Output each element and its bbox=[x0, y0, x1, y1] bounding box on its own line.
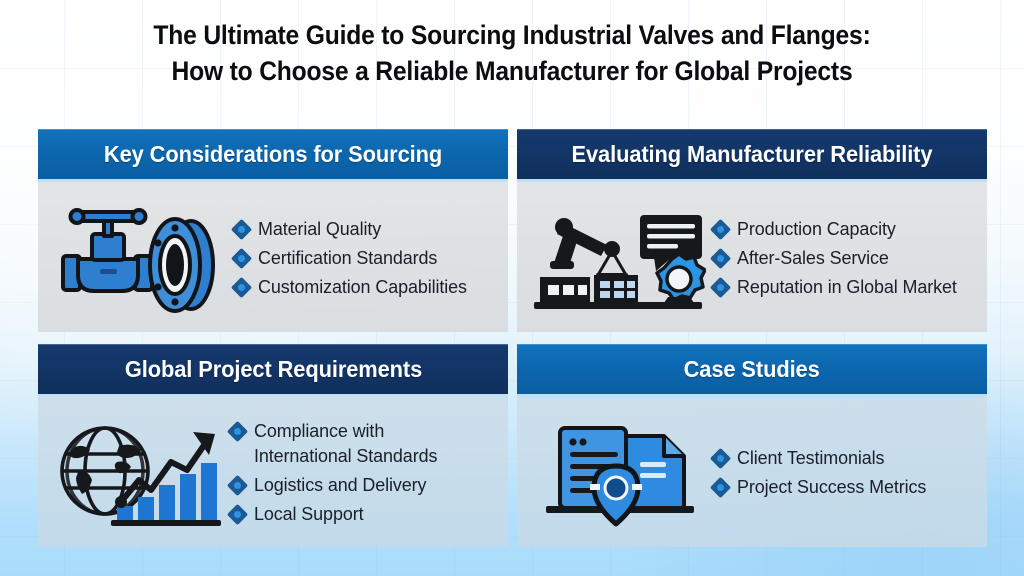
diamond-bullet-icon bbox=[713, 451, 728, 466]
card-header-title: Evaluating Manufacturer Reliability bbox=[571, 140, 933, 167]
list-item[interactable]: Reputation in Global Market bbox=[713, 274, 973, 299]
globe-growth-chart-icon bbox=[44, 414, 226, 530]
diamond-bullet-icon bbox=[713, 280, 728, 295]
list-item[interactable]: Certification Standards bbox=[234, 245, 494, 270]
card-header-global-project-requirements: Global Project Requirements bbox=[38, 344, 508, 397]
list-item[interactable]: After-Sales Service bbox=[713, 245, 973, 270]
card-key-considerations-for-sourcing[interactable]: Key Considerations for Sourcing bbox=[38, 129, 508, 332]
list-item[interactable]: Client Testimonials bbox=[713, 445, 973, 470]
bullet-list: Material Quality Certification Standards… bbox=[230, 216, 494, 299]
valve-and-flange-icon bbox=[48, 201, 230, 313]
page-title-line-2: How to Choose a Reliable Manufacturer fo… bbox=[171, 56, 853, 86]
card-header-title: Key Considerations for Sourcing bbox=[103, 140, 443, 167]
card-header-title: Case Studies bbox=[683, 355, 821, 382]
diamond-bullet-icon bbox=[230, 478, 245, 493]
card-header-key-considerations: Key Considerations for Sourcing bbox=[38, 129, 508, 182]
card-case-studies[interactable]: Case Studies bbox=[517, 344, 987, 547]
card-body: Compliance with International Standards … bbox=[38, 397, 508, 547]
list-item-label: After-Sales Service bbox=[737, 246, 889, 268]
list-item-label: Project Success Metrics bbox=[737, 476, 927, 497]
list-item-label: Local Support bbox=[254, 503, 364, 524]
list-item-label: Client Testimonials bbox=[737, 447, 885, 468]
card-body: Client Testimonials Project Success Metr… bbox=[517, 397, 987, 547]
card-global-project-requirements[interactable]: Global Project Requirements bbox=[38, 344, 508, 547]
factory-robot-arm-icon bbox=[527, 201, 709, 313]
bullet-list: Compliance with International Standards … bbox=[226, 418, 494, 526]
list-item-label: Material Quality bbox=[258, 217, 382, 239]
list-item[interactable]: Logistics and Delivery bbox=[230, 472, 494, 497]
card-header-case-studies: Case Studies bbox=[517, 344, 987, 397]
diamond-bullet-icon bbox=[230, 507, 245, 522]
list-item[interactable]: Compliance with International Standards bbox=[230, 418, 494, 468]
card-body: Production Capacity After-Sales Service … bbox=[517, 182, 987, 332]
diamond-bullet-icon bbox=[234, 251, 249, 266]
diamond-bullet-icon bbox=[234, 222, 249, 237]
bullet-list: Production Capacity After-Sales Service … bbox=[709, 216, 973, 299]
page-title-line-1: The Ultimate Guide to Sourcing Industria… bbox=[153, 20, 871, 50]
card-evaluating-manufacturer-reliability[interactable]: Evaluating Manufacturer Reliability bbox=[517, 129, 987, 332]
list-item[interactable]: Material Quality bbox=[234, 216, 494, 241]
page-title: The Ultimate Guide to Sourcing Industria… bbox=[0, 17, 1024, 89]
list-item[interactable]: Project Success Metrics bbox=[713, 474, 973, 499]
diamond-bullet-icon bbox=[713, 251, 728, 266]
diamond-bullet-icon bbox=[713, 480, 728, 495]
list-item-label: Customization Capabilities bbox=[258, 275, 467, 297]
bullet-list: Client Testimonials Project Success Metr… bbox=[709, 445, 973, 499]
card-header-evaluating-manufacturer-reliability: Evaluating Manufacturer Reliability bbox=[517, 129, 987, 182]
list-item[interactable]: Customization Capabilities bbox=[234, 274, 494, 299]
list-item[interactable]: Local Support bbox=[230, 501, 494, 526]
card-grid: Key Considerations for Sourcing bbox=[38, 129, 987, 547]
diamond-bullet-icon bbox=[713, 222, 728, 237]
list-item-label: Logistics and Delivery bbox=[254, 474, 427, 495]
card-header-title: Global Project Requirements bbox=[124, 355, 422, 382]
list-item-label: Reputation in Global Market bbox=[737, 275, 957, 297]
list-item[interactable]: Production Capacity bbox=[713, 216, 973, 241]
list-item-label: Production Capacity bbox=[737, 217, 896, 239]
card-body: Material Quality Certification Standards… bbox=[38, 182, 508, 332]
list-item-label: Certification Standards bbox=[258, 246, 438, 268]
list-item-label: Compliance with International Standards bbox=[254, 420, 438, 466]
diamond-bullet-icon bbox=[230, 424, 245, 439]
documents-location-pin-icon bbox=[527, 414, 709, 530]
diamond-bullet-icon bbox=[234, 280, 249, 295]
